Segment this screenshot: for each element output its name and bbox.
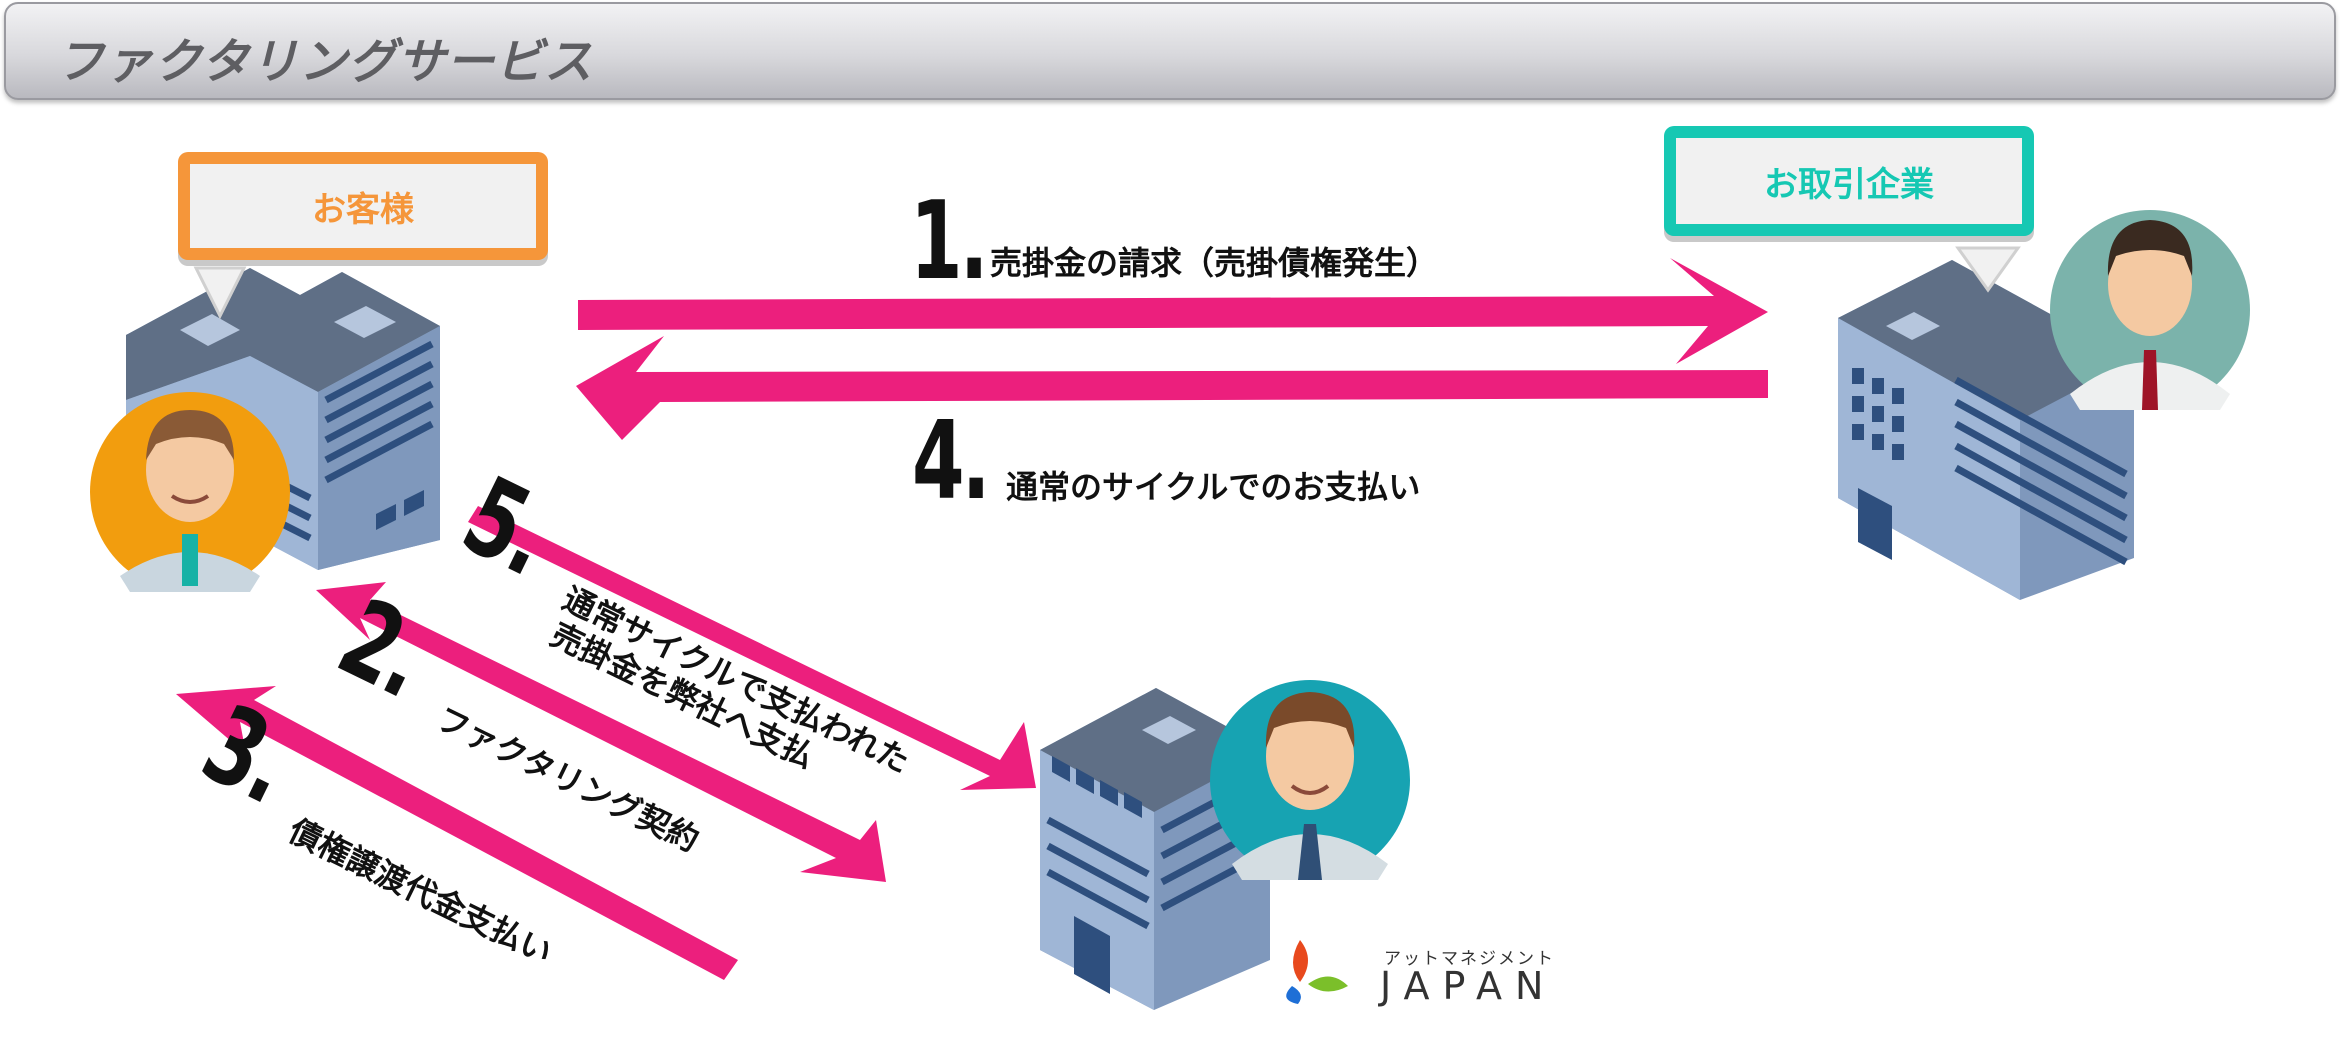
arrow-2	[316, 582, 886, 882]
partner-label: お取引企業	[1664, 126, 2034, 236]
step-4-caption: 通常のサイクルでのお支払い	[1006, 468, 1421, 506]
company-avatar-icon	[1210, 680, 1410, 880]
step-1-caption: 売掛金の請求（売掛債権発生）	[990, 244, 1439, 282]
arrow-1	[578, 258, 1768, 364]
partner-avatar-icon	[2050, 210, 2250, 410]
customer-avatar-icon	[90, 392, 290, 592]
arrow-5	[468, 506, 1036, 790]
header-bar: ファクタリングサービス	[4, 2, 2336, 100]
step-1-number: 1.	[910, 179, 989, 304]
logo-word-text: JAPAN	[1380, 964, 1557, 1008]
customer-label: お客様	[178, 152, 548, 260]
logo-kana-text: アットマネジメント	[1384, 949, 1555, 969]
customer-pointer-icon	[193, 266, 247, 320]
arrow-3	[176, 686, 738, 980]
company-logo-icon	[1286, 940, 1348, 1004]
arrows	[176, 258, 1768, 980]
step-4-number: 4.	[912, 399, 991, 524]
page-title: ファクタリングサービス	[56, 34, 594, 90]
arrow-4	[576, 336, 1768, 440]
partner-pointer-icon	[1955, 246, 2021, 293]
